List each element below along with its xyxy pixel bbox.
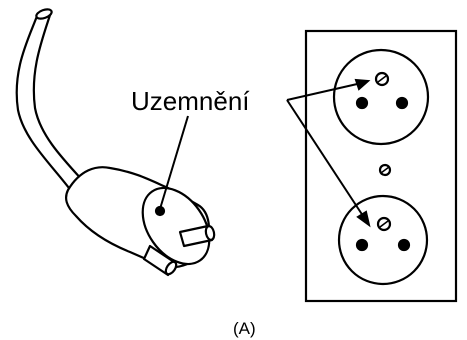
socket-outlet-lower <box>337 194 429 286</box>
figure-caption: (A) <box>233 319 256 338</box>
plug <box>15 8 216 277</box>
plug-pin-upper <box>178 224 216 248</box>
callout-line-to-lower-socket <box>286 99 368 223</box>
callout-line-to-upper-socket <box>286 81 367 101</box>
socket-outlet-upper <box>332 48 430 146</box>
callout-line-to-plug <box>159 115 189 210</box>
plug-cable-end <box>35 8 53 20</box>
callout-lines <box>159 78 371 228</box>
plug-cable-edge <box>32 10 86 184</box>
socket-hole-right-lower <box>397 238 411 252</box>
socket-panel <box>304 29 458 303</box>
socket-hole-left-upper <box>355 96 369 110</box>
socket-hole-right-upper <box>395 96 409 110</box>
plug-cable <box>15 14 74 194</box>
callout-label: Uzemnění <box>131 86 250 116</box>
plug-pin-lower <box>142 244 178 277</box>
socket-hole-left-lower <box>355 238 369 252</box>
arrowhead-lower <box>356 210 371 228</box>
panel-screw <box>378 163 392 177</box>
arrowhead-upper <box>354 78 371 91</box>
